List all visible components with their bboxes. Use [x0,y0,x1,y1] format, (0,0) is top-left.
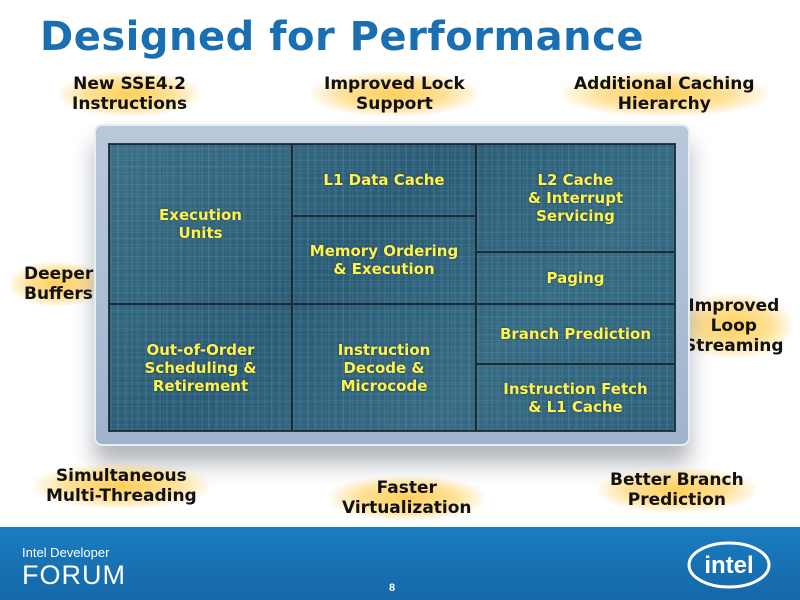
block-ooo-line1: Out-of-Order [146,340,255,359]
footer-brand-line1: Intel Developer [22,545,110,560]
footer-brand-line2: FORUM [22,560,126,590]
callout-virt-line1: Faster [376,478,437,498]
footer-bar [0,527,800,600]
callout-sse42-line1: New SSE4.2 [73,74,186,94]
block-l2-line3: Servicing [536,207,615,225]
block-memory-ordering: Memory Ordering & Execution [292,216,476,304]
callout-smt: Simultaneous Multi-Threading [34,464,209,508]
block-l2-cache: L2 Cache & Interrupt Servicing [476,144,675,252]
block-ooo-line3: Retirement [152,376,249,395]
callout-lock-line1: Improved Lock [324,74,465,94]
page-number: 8 [389,582,396,594]
block-branch-line1: Branch Prediction [499,325,652,343]
block-instruction-decode: Instruction Decode & Microcode [292,304,476,431]
block-memory-line2: & Execution [333,260,435,278]
block-memory-line1: Memory Ordering [309,242,459,260]
callout-lock-line2: Support [356,94,433,114]
callout-deeper-buffers: Deeper Buffers [10,262,106,306]
callout-loop-line2: Loop [710,316,757,336]
processor-die-image: Execution Units L1 Data Cache L2 Cache &… [108,143,676,432]
callout-caching-hierarchy: Additional Caching Hierarchy [562,72,767,116]
block-branch-prediction: Branch Prediction [476,304,675,364]
callout-buffers-line1: Deeper [24,264,94,284]
callout-branch-line2: Prediction [627,490,726,510]
block-execution-units: Execution Units [109,144,292,304]
callout-virt-line2: Virtualization [342,498,472,518]
callout-smt-line1: Simultaneous [55,466,187,486]
callout-buffers-line2: Buffers [24,284,93,304]
callout-caching-line1: Additional Caching [574,74,755,94]
block-paging-line1: Paging [546,269,605,287]
block-ooo-line2: Scheduling & [144,358,257,377]
callout-loop-line1: Improved [688,296,780,316]
intel-logo: intel [687,541,771,589]
block-l2-line2: & Interrupt [527,189,624,207]
block-fetch-line2: & L1 Cache [528,397,623,416]
block-paging: Paging [476,252,675,304]
block-fetch-line1: Instruction Fetch [503,379,648,398]
callout-sse42: New SSE4.2 Instructions [60,72,200,116]
intel-logo-text: intel [704,552,753,579]
callout-virtualization: Faster Virtualization [330,476,484,520]
callout-loop-line3: Streaming [684,336,784,356]
block-l2-line1: L2 Cache [537,171,614,189]
callout-branch-prediction: Better Branch Prediction [598,468,756,512]
callout-smt-line2: Multi-Threading [46,486,197,506]
slide-title: Designed for Performance [40,14,644,60]
block-l1-data-line1: L1 Data Cache [323,171,445,189]
callout-loop-streaming: Improved Loop Streaming [676,294,792,358]
block-decode-line2: Decode & [343,358,425,377]
callout-lock-support: Improved Lock Support [312,72,477,116]
block-execution-line1: Execution [159,206,242,224]
block-out-of-order: Out-of-Order Scheduling & Retirement [109,304,292,431]
block-decode-line3: Microcode [340,376,428,395]
block-decode-line1: Instruction [337,340,431,359]
callout-sse42-line2: Instructions [72,94,188,114]
block-execution-line2: Units [178,224,223,242]
callout-branch-line1: Better Branch [610,470,744,490]
block-instruction-fetch: Instruction Fetch & L1 Cache [476,364,675,431]
block-l1-data-cache: L1 Data Cache [292,144,476,216]
callout-caching-line2: Hierarchy [617,94,711,114]
